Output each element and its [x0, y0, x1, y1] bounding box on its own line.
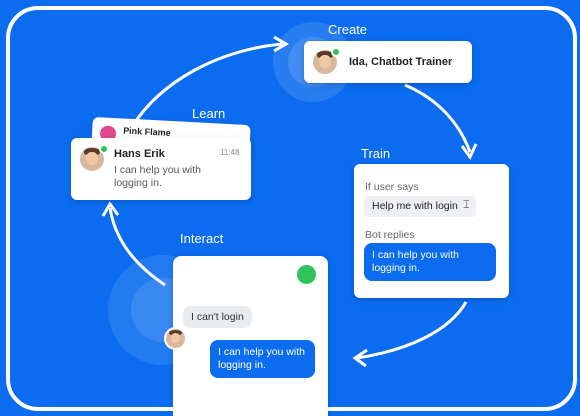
create-card[interactable]: Ida, Chatbot Trainer: [304, 41, 472, 83]
trainer-name: Ida, Chatbot Trainer: [349, 56, 453, 68]
message-line-1: I can help you with: [114, 164, 201, 176]
back-contact-name: Pink Flame: [122, 125, 171, 138]
bot-reply-bubble[interactable]: I can help you with logging in.: [364, 243, 496, 281]
stage-label-learn: Learn: [192, 106, 226, 121]
online-status-icon: [297, 265, 316, 284]
message-preview: I can help you with logging in.: [114, 164, 201, 190]
user-says-label: If user says: [365, 181, 419, 193]
arrow-learn-to-create: [128, 42, 283, 131]
bot-reply-line-2: logging in.: [372, 262, 420, 274]
message-line-2: logging in.: [114, 177, 162, 189]
arrow-head-create: [273, 35, 289, 53]
arrow-train-to-interact: [356, 301, 468, 360]
learn-card-front[interactable]: Hans Erik 11:48 I can help you with logg…: [71, 138, 251, 200]
contact-name: Hans Erik: [114, 148, 165, 160]
message-time: 11:48: [220, 148, 240, 157]
stage-label-train: Train: [361, 146, 391, 161]
train-card[interactable]: If user says Help me with login ⌶ Bot re…: [354, 164, 509, 298]
online-dot: [331, 47, 341, 57]
avatar: [164, 327, 187, 350]
user-message-bubble: I can't login: [183, 306, 252, 328]
arrow-head-interact: [352, 348, 368, 368]
online-dot: [99, 144, 109, 154]
arrow-head-train: [460, 143, 478, 160]
arrow-interact-to-learn: [108, 207, 166, 287]
bot-message-line-2: logging in.: [218, 359, 266, 371]
bot-reply-line-1: I can help you with: [372, 249, 459, 261]
stage-label-interact: Interact: [180, 231, 224, 246]
text-cursor-icon: ⌶: [463, 199, 470, 211]
arrow-head-learn: [101, 201, 120, 217]
stage-label-create: Create: [328, 22, 368, 37]
user-says-value: Help me with login: [372, 200, 458, 212]
arrow-create-to-train: [404, 83, 472, 153]
user-says-input[interactable]: Help me with login ⌶: [364, 196, 476, 217]
interact-card[interactable]: I can't login I can help you with loggin…: [173, 256, 328, 416]
bot-message-bubble: I can help you with logging in.: [210, 340, 315, 378]
bot-replies-label: Bot replies: [365, 229, 415, 241]
bot-message-line-1: I can help you with: [218, 346, 305, 358]
